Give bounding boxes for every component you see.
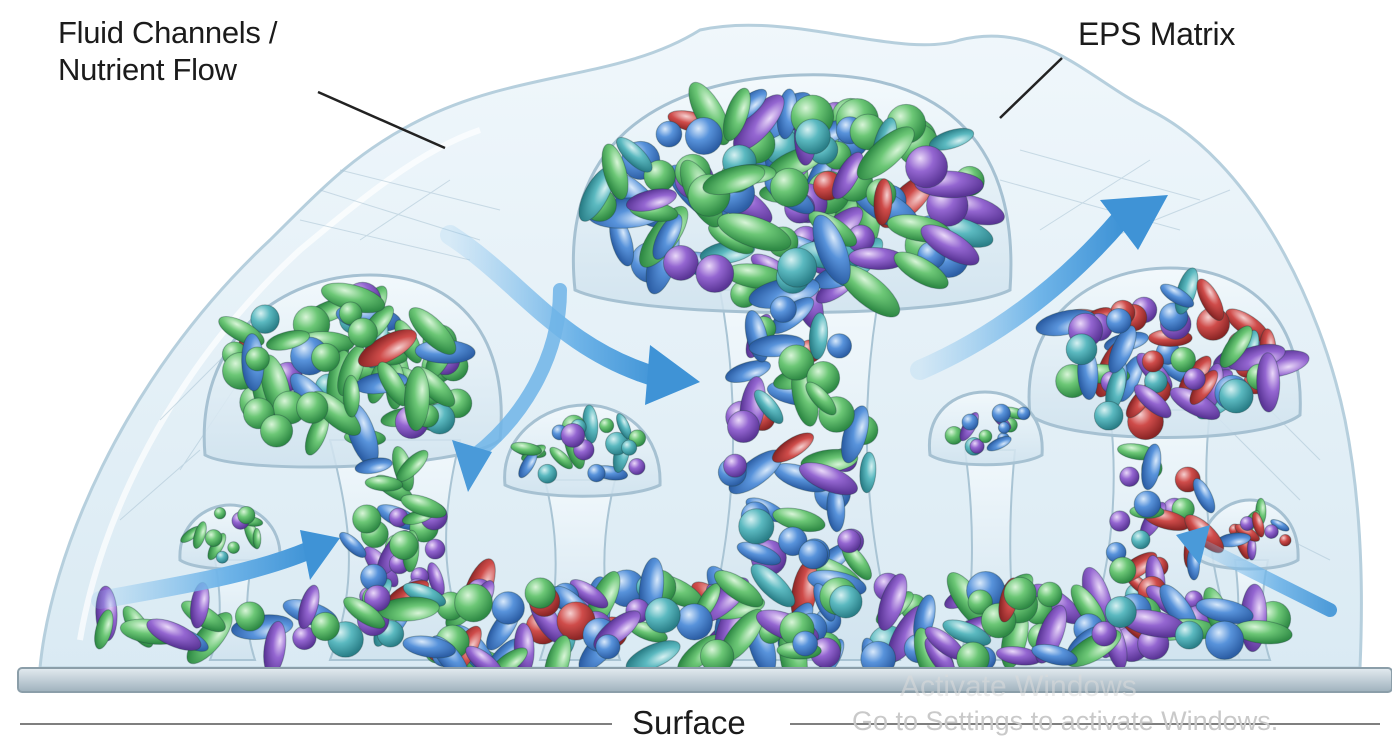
bacterium	[246, 347, 270, 371]
watermark-text: Go to Settings to activate Windows.	[852, 706, 1278, 737]
bacterium	[348, 318, 377, 347]
bacterium	[311, 612, 339, 640]
bacterium	[827, 334, 851, 358]
bacterium	[1110, 557, 1136, 583]
bacterium	[253, 528, 261, 549]
bacterium	[676, 604, 712, 640]
bacterium	[1265, 525, 1279, 539]
bacterium	[343, 375, 360, 417]
bacterium	[998, 422, 1010, 434]
surface-plate	[18, 668, 1392, 692]
bacterium	[739, 509, 774, 544]
bacterium	[696, 255, 734, 293]
bacterium	[455, 584, 493, 622]
bacterium	[216, 551, 228, 563]
bacterium	[525, 578, 556, 609]
bacterium	[390, 531, 419, 560]
bacterium	[205, 530, 222, 547]
bacterium	[799, 540, 828, 569]
bacterium	[778, 248, 817, 287]
bacterium	[795, 119, 830, 154]
bacterium	[830, 585, 862, 617]
bacterium	[793, 631, 818, 656]
bacterium	[311, 343, 339, 371]
bacterium	[622, 440, 637, 455]
bacterium	[1219, 379, 1253, 413]
bacterium	[260, 415, 292, 447]
bacterium	[663, 245, 698, 280]
bacterium	[1205, 621, 1243, 659]
bacterium	[1105, 596, 1136, 627]
fluid-label-line2: Nutrient Flow	[58, 51, 277, 88]
bacterium	[1017, 407, 1030, 420]
bacterium	[645, 598, 680, 633]
bacterium	[1175, 621, 1203, 649]
bacterium	[1106, 309, 1131, 334]
bacterium	[727, 411, 759, 443]
bacterium	[492, 592, 524, 624]
bacterium	[1004, 577, 1036, 609]
bacterium	[962, 414, 978, 430]
bacterium	[1132, 530, 1150, 548]
bacterium	[235, 602, 264, 631]
bacterium	[296, 392, 327, 423]
bacterium	[588, 464, 605, 481]
bacterium	[906, 146, 948, 188]
bacterium	[1110, 511, 1130, 531]
bacterium	[1037, 582, 1062, 607]
bacterium	[596, 635, 620, 659]
bacterium	[1134, 491, 1160, 517]
surface-label: Surface	[622, 702, 756, 744]
bacterium	[1184, 368, 1206, 390]
eps-matrix-label: EPS Matrix	[1078, 14, 1235, 54]
bacterium	[538, 464, 557, 483]
bacterium	[656, 121, 682, 147]
bacterium	[353, 505, 381, 533]
bacterium	[1094, 401, 1123, 430]
bacterium	[992, 404, 1010, 422]
bacterium	[561, 423, 585, 447]
bacterium	[425, 539, 445, 559]
bacterium	[1142, 351, 1163, 372]
bacterium	[770, 296, 796, 322]
bacterium	[1280, 535, 1291, 546]
bacterium	[685, 118, 722, 155]
bacterium	[228, 542, 240, 554]
bacterium	[599, 418, 613, 432]
bacterium	[1120, 467, 1139, 486]
fluid-label-line1: Fluid Channels /	[58, 14, 277, 51]
bacterium	[629, 458, 645, 474]
fluid-channels-label: Fluid Channels / Nutrient Flow	[58, 14, 277, 88]
bacterium	[838, 530, 861, 553]
bacterium	[1066, 334, 1097, 365]
watermark-title: Activate Windows	[900, 670, 1137, 704]
bacterium	[238, 506, 255, 523]
bacterium	[723, 454, 746, 477]
bacterium	[979, 430, 992, 443]
bacterium	[214, 507, 225, 518]
